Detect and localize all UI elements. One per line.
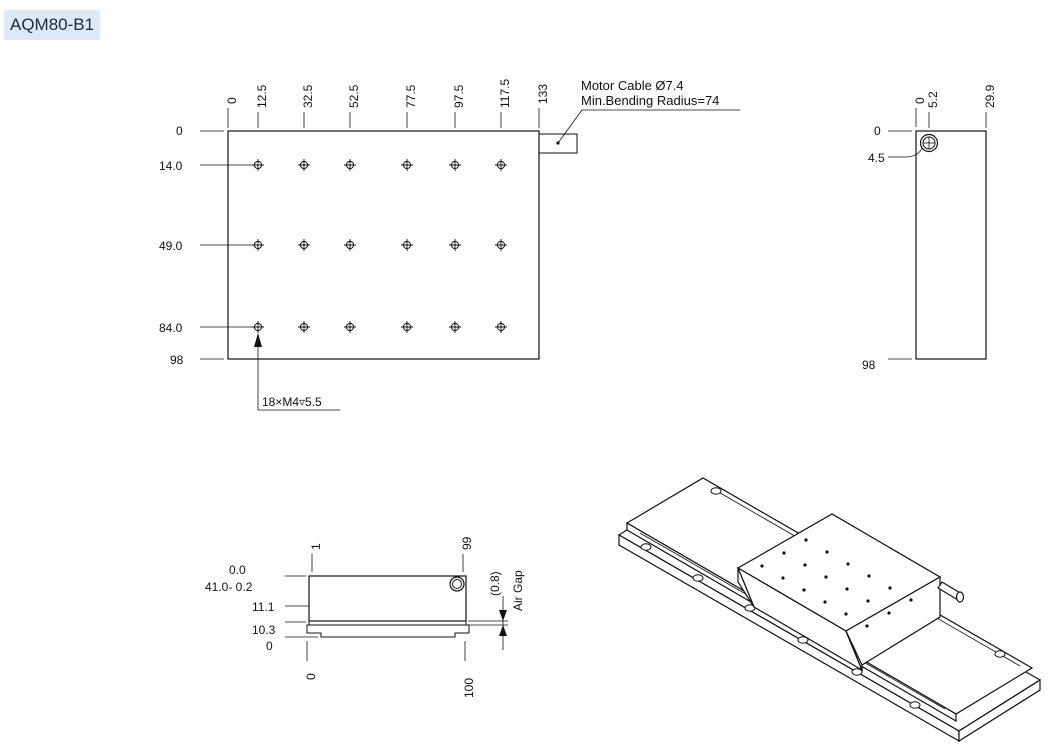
hole-crosshair bbox=[298, 321, 310, 333]
top-dim-y-4: 98 bbox=[170, 353, 184, 367]
mover-hole bbox=[865, 624, 869, 628]
hole-crosshair bbox=[298, 239, 310, 251]
stator-base bbox=[306, 624, 470, 638]
hole-crosshair bbox=[449, 321, 461, 333]
front-view: 0.0 41.0- 0.2 11.1 10.3 0 1 99 0 100 (0.… bbox=[205, 536, 525, 698]
base-screws bbox=[640, 487, 1006, 709]
page-title: AQM80-B1 bbox=[4, 10, 101, 40]
base-screw bbox=[994, 650, 1006, 658]
hole-crosshair bbox=[344, 321, 356, 333]
mover-body bbox=[308, 575, 467, 622]
mover-hole bbox=[760, 564, 764, 568]
hole-crosshair bbox=[401, 239, 413, 251]
front-top-dim-0: 1 bbox=[309, 543, 323, 550]
mover-hole bbox=[846, 562, 850, 566]
front-bottom-dim-1: 100 bbox=[462, 678, 476, 698]
side-dim-x-1: 5.2 bbox=[926, 91, 940, 108]
base-screw bbox=[851, 668, 863, 676]
top-dim-x-5: 97.5 bbox=[452, 84, 466, 108]
hole-crosshair bbox=[252, 159, 264, 171]
mover-hole bbox=[888, 586, 892, 590]
mover-hole bbox=[802, 588, 806, 592]
mover-hole bbox=[804, 538, 808, 542]
mover-top-holes bbox=[760, 538, 913, 628]
hole-crosshair bbox=[298, 159, 310, 171]
hole-crosshair bbox=[495, 159, 507, 171]
top-view-outline bbox=[227, 130, 540, 360]
side-dim-y-0: 0 bbox=[874, 124, 881, 138]
hole-crosshair bbox=[401, 321, 413, 333]
mover-hole bbox=[824, 575, 828, 579]
side-view-outline bbox=[915, 130, 987, 360]
hole-crosshair bbox=[401, 159, 413, 171]
hole-crosshair bbox=[344, 159, 356, 171]
mover-hole bbox=[887, 611, 891, 615]
front-dim-2: 11.1 bbox=[252, 600, 275, 614]
top-dim-x-2: 32.5 bbox=[301, 84, 315, 108]
base-screw bbox=[710, 487, 722, 495]
top-dim-y-0: 0 bbox=[176, 124, 183, 138]
mover-hole bbox=[867, 574, 871, 578]
hole-callout-text: 18×M4▿5.5 bbox=[262, 395, 322, 409]
mover-hole bbox=[909, 598, 913, 602]
top-view: Motor Cable Ø7.4 Min.Bending Radius=74 0… bbox=[159, 78, 740, 411]
air-gap-label: Air Gap bbox=[511, 570, 525, 611]
mover-hole bbox=[781, 576, 785, 580]
air-gap-value: (0.8) bbox=[488, 571, 502, 596]
front-top-dim-1: 99 bbox=[460, 536, 474, 550]
mover-hole bbox=[845, 587, 849, 591]
hole-crosshair bbox=[344, 239, 356, 251]
top-dim-x-4: 77.5 bbox=[404, 84, 418, 108]
base-screw bbox=[909, 701, 921, 709]
hole-crosshair bbox=[449, 239, 461, 251]
top-dim-y-1: 14.0 bbox=[159, 159, 183, 173]
top-dim-y-2: 49.0 bbox=[159, 239, 183, 253]
side-view: 0 5.2 29.9 0 4.5 98 bbox=[862, 84, 997, 372]
side-dim-y-2: 98 bbox=[862, 358, 876, 372]
base-screw bbox=[797, 636, 809, 644]
top-dim-x-0: 0 bbox=[225, 97, 239, 104]
front-dim-1: 41.0- 0.2 bbox=[205, 580, 253, 594]
hole-crosshair bbox=[252, 321, 264, 333]
mover-hole bbox=[782, 551, 786, 555]
hole-crosshair bbox=[449, 159, 461, 171]
base-screw bbox=[692, 574, 704, 582]
top-dim-x-3: 52.5 bbox=[347, 84, 361, 108]
side-dim-x-0: 0 bbox=[913, 97, 927, 104]
side-dim-x-2: 29.9 bbox=[983, 84, 997, 108]
top-dim-x-6: 117.5 bbox=[498, 79, 512, 108]
top-dim-x-7: 133 bbox=[536, 84, 550, 104]
cable-label-1: Motor Cable Ø7.4 bbox=[581, 78, 684, 93]
mover-hole bbox=[844, 612, 848, 616]
mover-hole bbox=[825, 550, 829, 554]
cable-leader-line bbox=[557, 109, 583, 144]
hole-crosshair bbox=[252, 239, 264, 251]
mounting-holes bbox=[252, 159, 507, 333]
base-screw bbox=[640, 543, 652, 551]
front-dim-3: 10.3 bbox=[252, 623, 276, 637]
hole-crosshair bbox=[495, 239, 507, 251]
top-dim-y-3: 84.0 bbox=[159, 321, 183, 335]
mover-hole bbox=[866, 599, 870, 603]
isometric-view bbox=[617, 477, 1042, 743]
side-dim-y-1: 4.5 bbox=[868, 151, 885, 165]
front-bottom-dim-0: 0 bbox=[304, 673, 318, 680]
front-dim-4: 0 bbox=[266, 639, 273, 653]
front-dim-0: 0.0 bbox=[229, 563, 246, 577]
mover-hole bbox=[823, 600, 827, 604]
top-dim-x-1: 12.5 bbox=[255, 84, 269, 108]
cable-label-2: Min.Bending Radius=74 bbox=[581, 93, 719, 108]
hole-crosshair bbox=[495, 321, 507, 333]
mover-hole bbox=[803, 563, 807, 567]
